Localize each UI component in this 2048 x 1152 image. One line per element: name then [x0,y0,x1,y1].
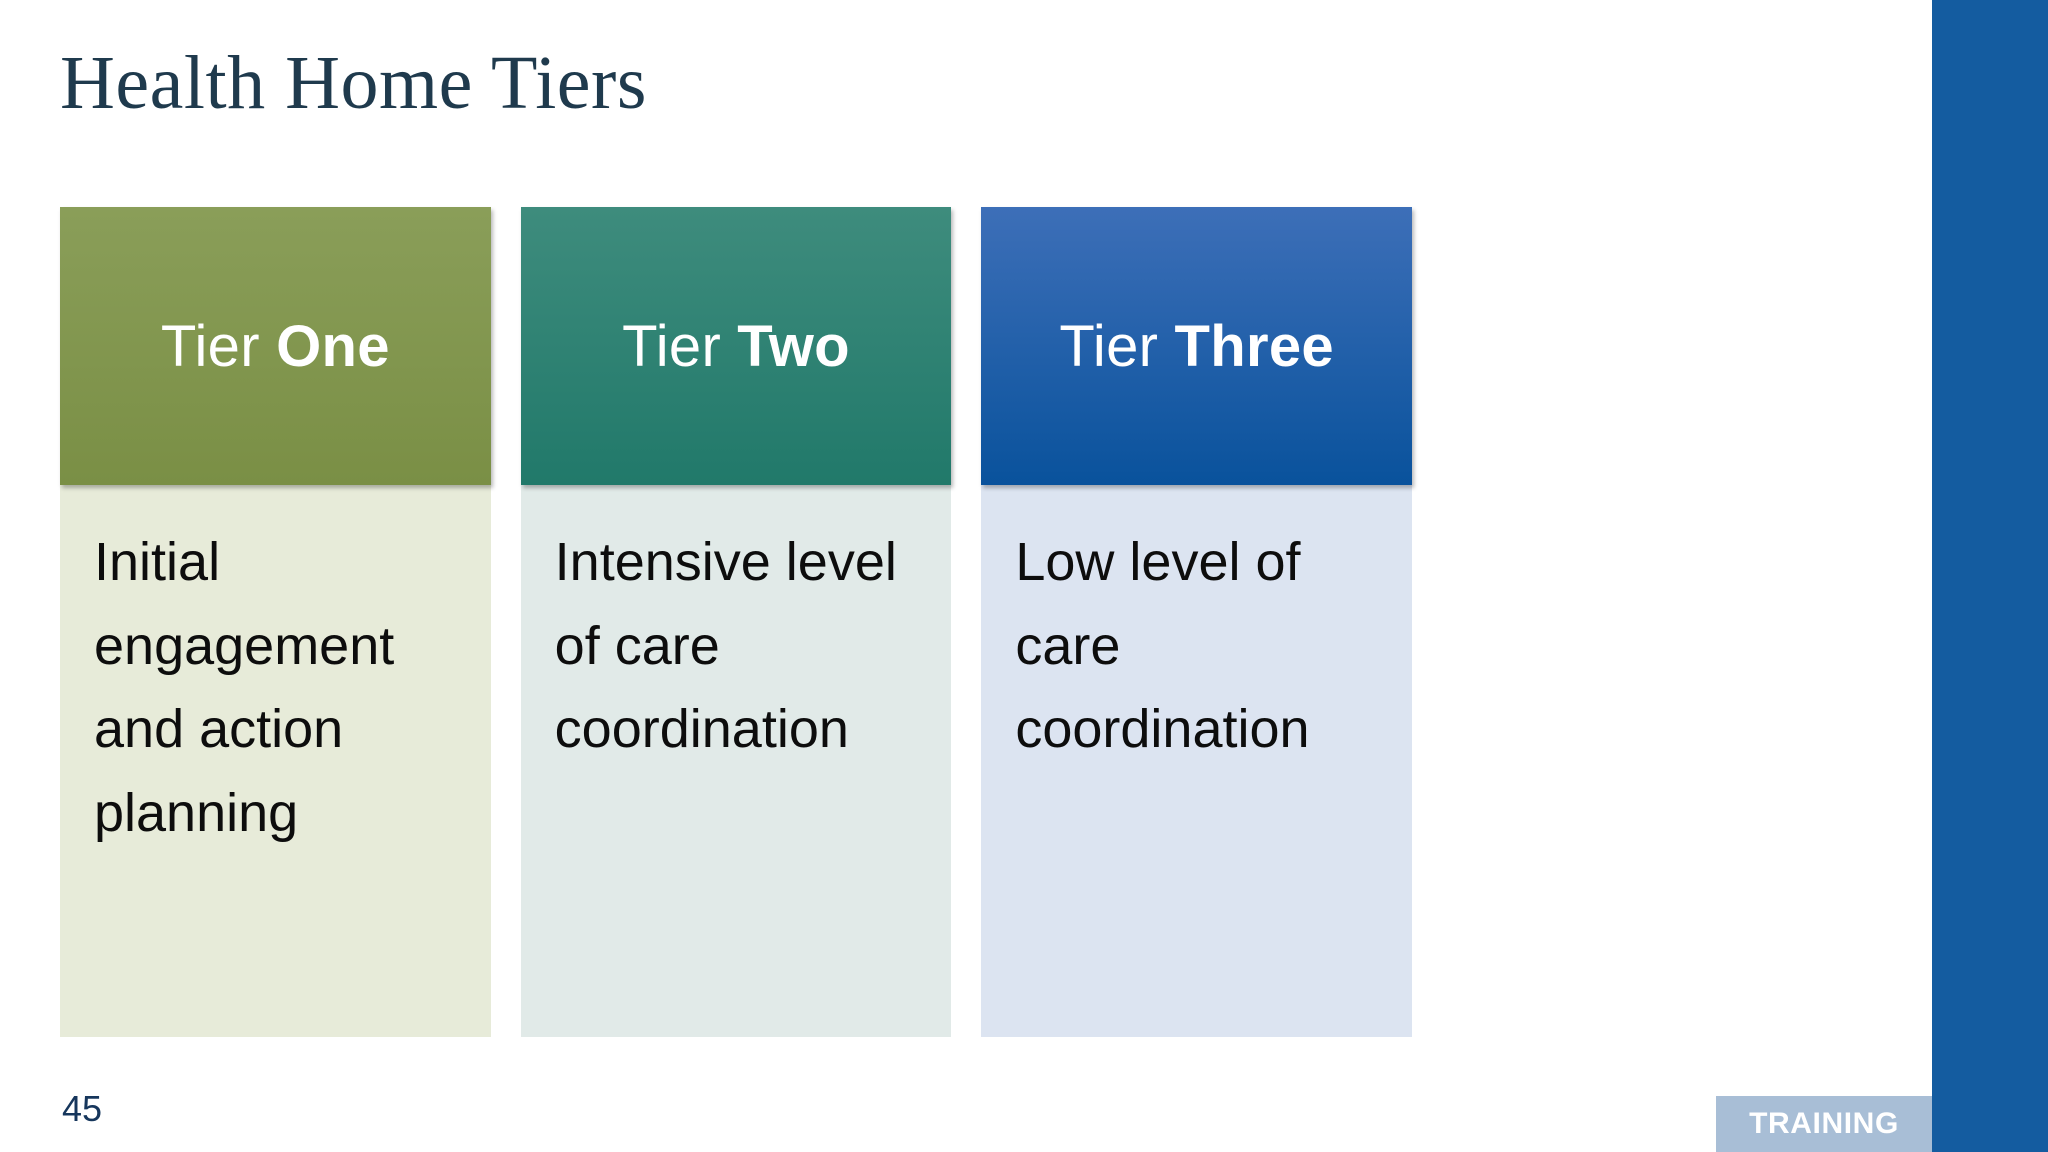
tier-one-header-prefix: Tier [160,313,260,379]
tier-two-header-emphasis: Two [737,313,850,379]
tier-one-header-emphasis: One [276,313,390,379]
tier-two-body: Intensive level of care coordination [520,485,952,1037]
tier-three-header-prefix: Tier [1059,313,1159,379]
slide-page-number: 45 [62,1088,103,1129]
tier-three-body: Low level of care coordination [981,485,1413,1037]
training-badge: TRAINING [1716,1096,1932,1152]
tier-three-header-emphasis: Three [1174,313,1334,379]
right-accent-bar [1932,0,2048,1152]
page-title: Health Home Tiers [60,41,647,125]
tier-one-body: Initial engagement and action planning [60,485,491,1037]
tier-two-header-prefix: Tier [622,313,722,379]
